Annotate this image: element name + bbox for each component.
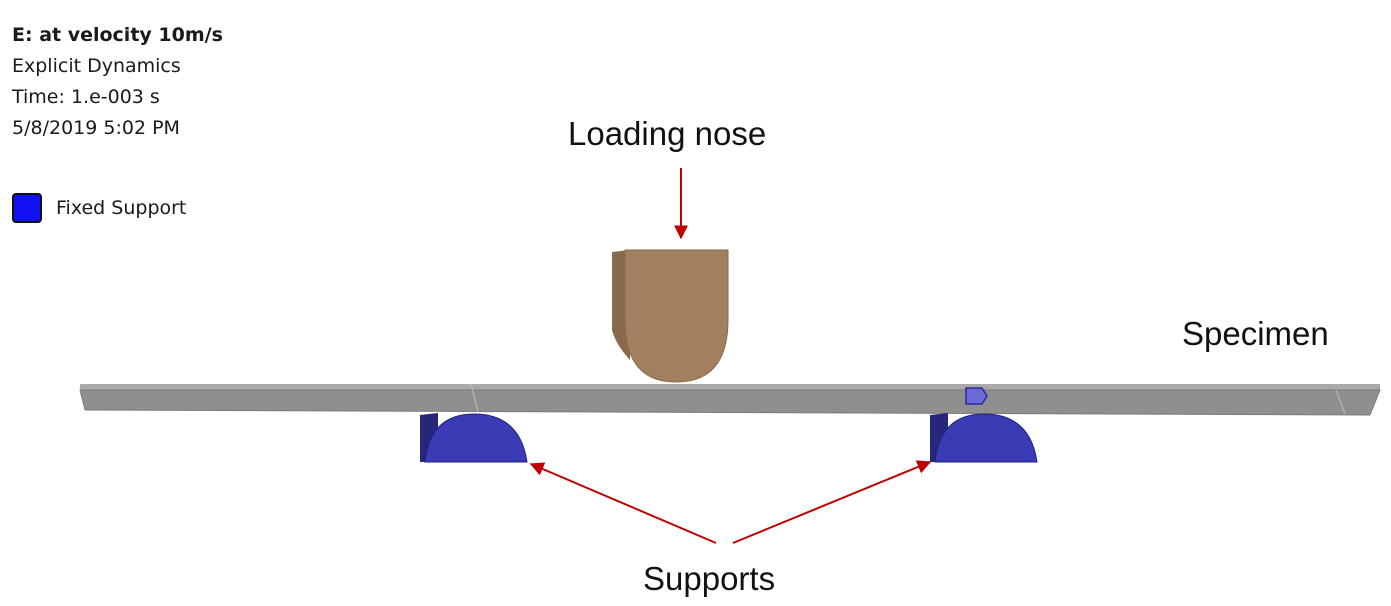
analysis-info: E: at velocity 10m/s Explicit Dynamics T… (12, 20, 223, 144)
support-marker (965, 387, 988, 405)
left-support (420, 413, 528, 463)
right-support-arrow (732, 460, 932, 544)
loading-nose-body (624, 249, 729, 383)
left-support-arrow (529, 462, 717, 544)
fixed-support-swatch (12, 193, 42, 223)
specimen-front-face (79, 389, 1381, 416)
loading-nose (612, 249, 729, 383)
supports-label: Supports (643, 560, 776, 597)
legend-label: Fixed Support (56, 197, 187, 219)
left-support-body (424, 413, 528, 463)
legend: Fixed Support (12, 193, 186, 223)
right-support (930, 413, 1038, 463)
loading-nose-label: Loading nose (568, 115, 767, 152)
analysis-time: Time: 1.e-003 s (12, 86, 160, 108)
right-support-body (934, 413, 1038, 463)
analysis-type: Explicit Dynamics (12, 55, 181, 77)
specimen-top-face (80, 384, 1380, 390)
analysis-title: E: at velocity 10m/s (12, 24, 223, 46)
specimen-label: Specimen (1182, 315, 1329, 352)
analysis-timestamp: 5/8/2019 5:02 PM (12, 117, 180, 139)
specimen (79, 383, 1381, 416)
